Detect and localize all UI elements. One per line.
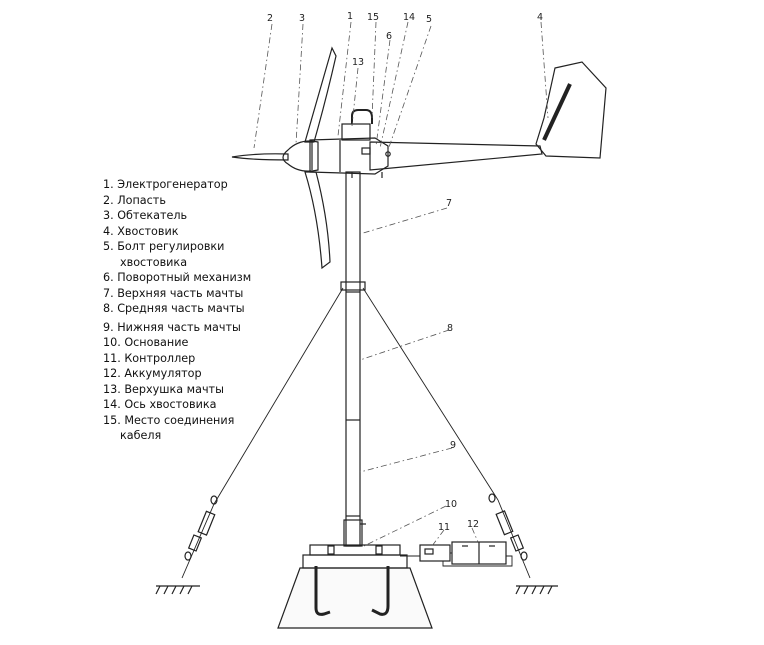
legend-item-8: 8. Средняя часть мачты	[103, 302, 245, 315]
legend-item-4: 4. Хвостовик	[103, 224, 179, 238]
legend-item-5: 5. Болт регулировки	[103, 240, 225, 253]
parts-legend: 1. Электрогенератор 2. Лопасть 3. Обтека…	[103, 177, 273, 444]
right-turnbuckle	[488, 493, 528, 561]
callout-3: 3	[299, 13, 305, 24]
callout-8: 8	[447, 323, 453, 334]
legend-item-12: 12. Аккумулятор	[103, 367, 202, 380]
callout-7: 7	[446, 198, 452, 209]
callout-14: 14	[403, 12, 415, 23]
legend-item-1: 1. Электрогенератор	[103, 178, 228, 191]
callout-10: 10	[445, 499, 457, 510]
controller-box	[419, 544, 451, 562]
callout-12: 12	[467, 519, 479, 530]
blade-left	[231, 153, 289, 161]
legend-item-14: 14. Ось хвостовика	[103, 398, 217, 411]
callout-4: 4	[537, 12, 543, 23]
leader-lines	[253, 21, 549, 547]
callout-1: 1	[347, 11, 353, 22]
callout-13: 13	[352, 57, 364, 68]
base-plate	[302, 519, 408, 569]
callout-11: 11	[438, 522, 450, 533]
cables	[400, 552, 513, 567]
callout-5: 5	[426, 14, 432, 25]
mast	[345, 171, 366, 547]
legend-item-15-cont: кабеля	[120, 429, 162, 442]
foundation	[277, 566, 433, 629]
left-ground-anchor	[155, 585, 200, 595]
right-ground-anchor	[515, 585, 558, 595]
legend-item-11: 11. Контроллер	[103, 351, 196, 365]
callout-9: 9	[450, 440, 456, 451]
tail-fin	[535, 61, 607, 159]
legend-item-6: 6. Поворотный механизм	[103, 271, 252, 284]
legend-item-5-cont: хвостовика	[120, 255, 188, 269]
legend-item-2: 2. Лопасть	[103, 193, 166, 207]
legend-item-7: 7. Верхняя часть мачты	[103, 286, 244, 300]
left-turnbuckle	[184, 495, 218, 561]
legend-item-10: 10. Основание	[103, 336, 189, 349]
guy-wires	[181, 287, 531, 579]
blade-top	[304, 46, 337, 143]
battery-box	[451, 541, 507, 565]
callout-2: 2	[267, 13, 273, 24]
callout-6: 6	[386, 31, 392, 42]
legend-item-13: 13. Верхушка мачты	[103, 382, 224, 396]
legend-item-9: 9. Нижняя часть мачты	[103, 320, 241, 334]
callout-labels: 2 3 1 15 14 5 6 13 4 7 8 9 10 11 12	[267, 11, 543, 533]
tail-boom	[369, 141, 543, 171]
generator-body	[309, 109, 391, 178]
legend-item-3: 3. Обтекатель	[103, 209, 188, 222]
guy-collar	[340, 281, 366, 291]
callout-15: 15	[367, 12, 379, 23]
nose-cone	[282, 140, 319, 172]
blade-bottom	[304, 171, 331, 270]
legend-item-15: 15. Место соединения	[103, 413, 235, 427]
